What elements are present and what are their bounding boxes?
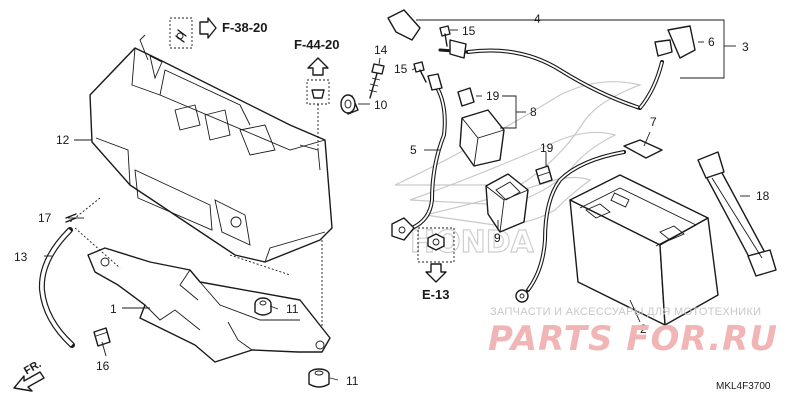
- drain-tube-part-13: [40, 228, 74, 347]
- nut-box: [417, 227, 455, 263]
- callout-9: 9: [494, 231, 501, 245]
- bolt-part-15-left: [413, 61, 427, 83]
- ref-label-f44[interactable]: F-44-20: [294, 37, 340, 52]
- ref-arrow-f38: [199, 17, 217, 39]
- battery-band-part-18: [697, 151, 777, 277]
- nut-e13: [427, 233, 445, 251]
- harness-part-4: [387, 9, 696, 110]
- ref-arrow-f44: [307, 57, 329, 76]
- relay-cover-part-9: [485, 173, 529, 233]
- callout-12: 12: [56, 133, 70, 147]
- callout-11-upper: 11: [286, 302, 299, 316]
- callout-7: 7: [650, 115, 657, 129]
- callout-2: 2: [640, 322, 647, 336]
- watermark-logo: PARTS FOR.RU: [488, 319, 778, 359]
- battery-box-part-12: [89, 34, 333, 263]
- fastener: [311, 89, 325, 99]
- front-direction-arrow: [13, 371, 45, 392]
- battery-part-2: [569, 174, 719, 326]
- callout-3: 3: [742, 40, 749, 54]
- clip-part-19: [535, 165, 553, 185]
- callout-1: 1: [110, 302, 117, 316]
- leader-lines: [44, 19, 750, 381]
- ref-label-e13[interactable]: E-13: [422, 287, 450, 302]
- ref-label-f38[interactable]: F-38-20: [222, 20, 268, 35]
- callout-16: 16: [96, 359, 110, 373]
- callout-19-mid: 19: [540, 141, 554, 155]
- grommet-part-10: [340, 94, 359, 115]
- callout-15-left: 15: [394, 62, 408, 76]
- callout-14: 14: [374, 43, 388, 57]
- screw-part-14: [368, 63, 385, 99]
- rubber-part-11-upper: [254, 297, 272, 316]
- callout-15-top: 15: [462, 24, 476, 38]
- rubber-part-11-lower: [308, 368, 330, 388]
- ref-arrow-e13: [425, 263, 447, 283]
- bolt-part-15-top: [439, 25, 451, 47]
- callout-8: 8: [530, 105, 537, 119]
- callout-18: 18: [756, 189, 770, 203]
- callout-5: 5: [410, 143, 417, 157]
- callout-13: 13: [14, 250, 28, 264]
- callout-10: 10: [374, 98, 388, 112]
- battery-tray-part-1: [87, 247, 331, 363]
- diagram-code: MKL4F3700: [716, 381, 771, 392]
- callout-17: 17: [38, 211, 52, 225]
- callout-19-top: 19: [486, 89, 500, 103]
- watermark-caption: ЗАПЧАСТИ И АКСЕССУАРЫ ДЛЯ МОТОТЕХНИКИ: [490, 306, 762, 318]
- callout-11-lower: 11: [346, 374, 359, 388]
- bolt-top-left: [169, 17, 193, 49]
- relay-part-8: [457, 87, 505, 167]
- callout-6: 6: [708, 35, 715, 49]
- fastener-box: [306, 79, 330, 105]
- battery-cable-part-7: [515, 139, 663, 303]
- clamp-part-16: [93, 327, 111, 347]
- cable-part-5: [391, 73, 447, 241]
- callout-4: 4: [534, 12, 541, 26]
